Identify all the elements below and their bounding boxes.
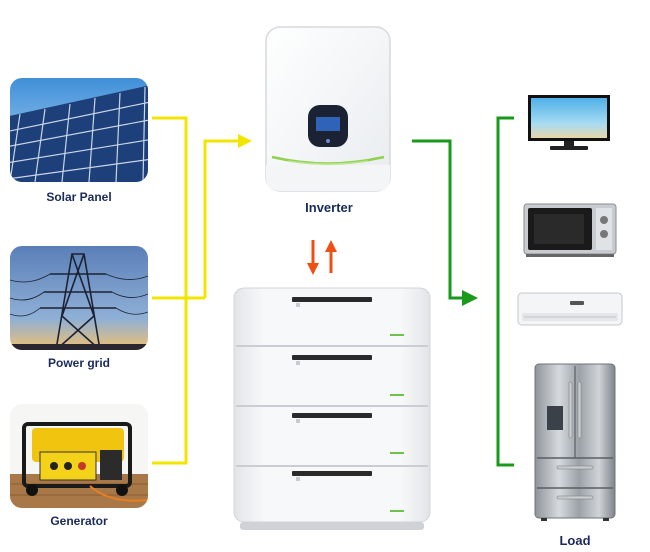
load-label: Load (559, 533, 591, 548)
inverter-label: Inverter (305, 200, 353, 215)
inverter-unit (264, 25, 392, 193)
power-grid-image (10, 246, 148, 350)
generator-image (10, 404, 148, 508)
refrigerator-device (533, 362, 617, 522)
solar-panel-icon (10, 78, 148, 182)
transmission-tower-icon (10, 246, 148, 350)
battery-modules-icon (233, 287, 431, 530)
green-arrowhead (462, 290, 478, 306)
tv-icon (528, 95, 610, 150)
battery-stack (232, 284, 432, 534)
tv-device (526, 93, 612, 153)
inverter-icon (265, 26, 391, 192)
microwave-device (522, 200, 618, 258)
air-conditioner-icon (517, 292, 623, 326)
power-grid-label: Power grid (47, 356, 110, 370)
generator-label: Generator (50, 514, 108, 528)
air-conditioner-device (516, 291, 624, 329)
refrigerator-icon (534, 363, 616, 521)
microwave-icon (523, 203, 617, 257)
solar-panel-label: Solar Panel (46, 190, 112, 204)
charge-discharge-arrows (307, 240, 337, 275)
solar-panel-image (10, 78, 148, 182)
yellow-arrowhead (238, 134, 252, 148)
generator-icon (10, 404, 148, 508)
green-output-lines (412, 116, 514, 467)
yellow-input-lines (152, 116, 238, 465)
